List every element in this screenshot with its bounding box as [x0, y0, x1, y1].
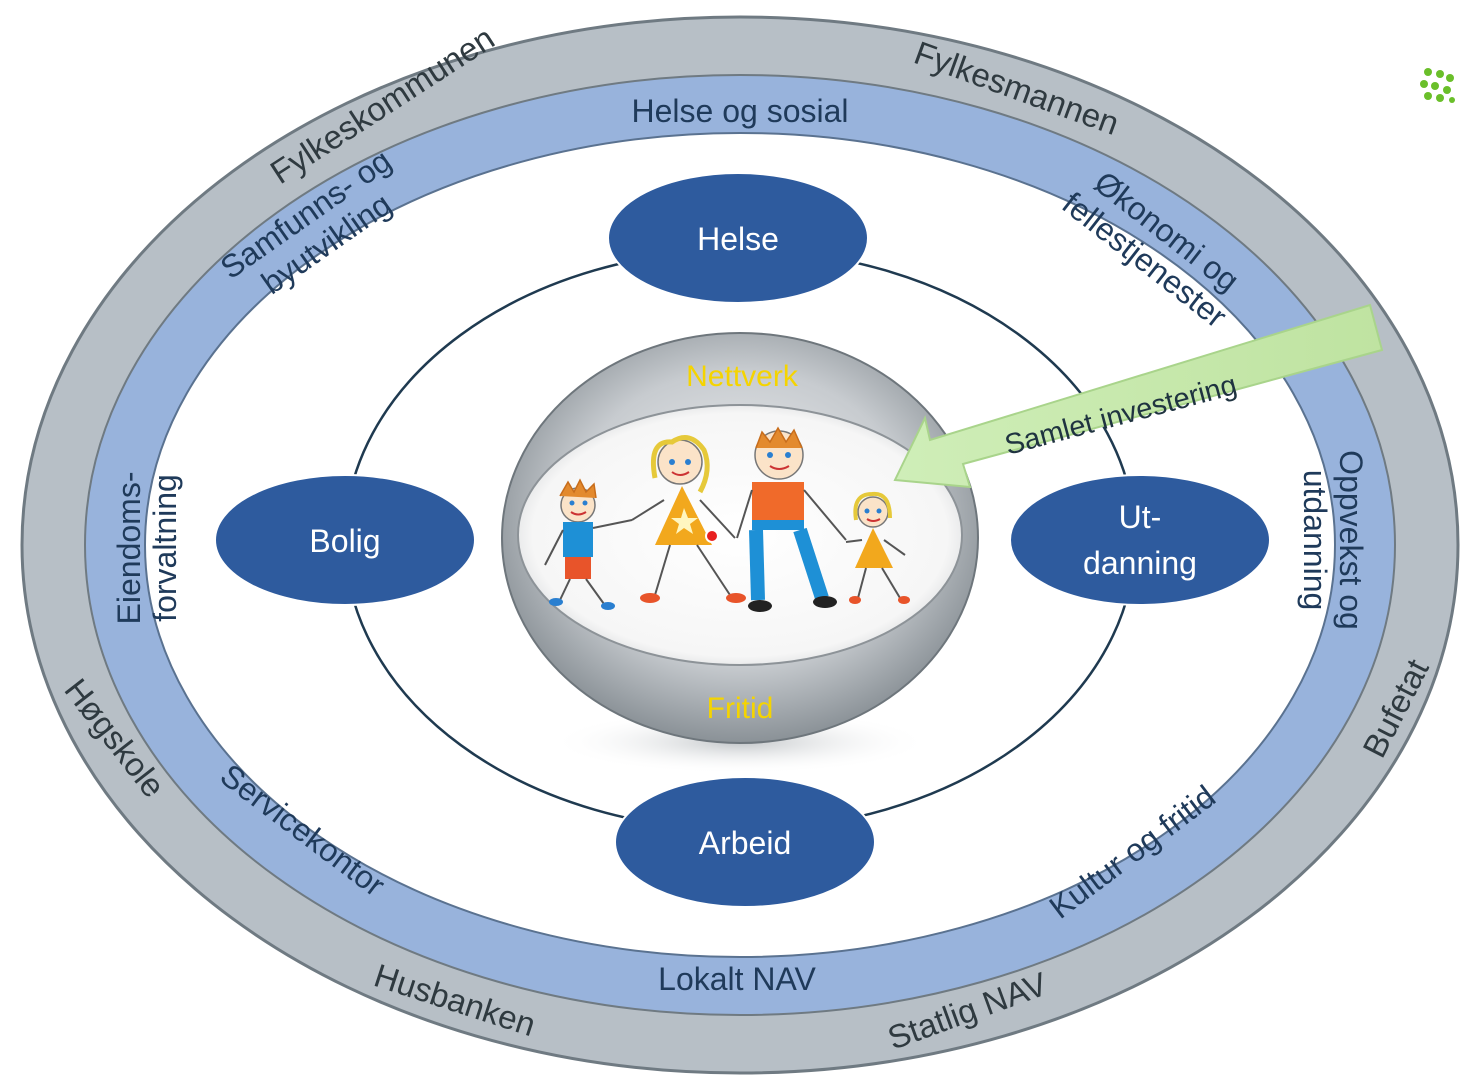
- svg-text:Arbeid: Arbeid: [699, 825, 792, 861]
- svg-text:Bolig: Bolig: [309, 523, 380, 559]
- child-left-figure: [544, 478, 633, 610]
- node-helse: Helse: [607, 172, 869, 304]
- mid-label-oppvekst: Oppvekst og utdanning: [1297, 450, 1369, 630]
- svg-text:Helse: Helse: [697, 221, 779, 257]
- node-utdanning: Ut- danning: [1009, 474, 1271, 606]
- mother-figure: [631, 435, 746, 603]
- people-cluster-logo: [1420, 68, 1455, 103]
- node-bolig: Bolig: [214, 474, 476, 606]
- father-figure: [736, 426, 847, 612]
- svg-text:danning: danning: [1083, 545, 1197, 581]
- core-label-fritid: Fritid: [707, 692, 774, 725]
- core-label-nettverk: Nettverk: [686, 360, 799, 393]
- svg-text:utdanning: utdanning: [1297, 470, 1333, 611]
- mid-label-helse-og-sosial: Helse og sosial: [632, 93, 849, 129]
- svg-text:forvaltning: forvaltning: [147, 474, 183, 622]
- node-arbeid: Arbeid: [614, 776, 876, 908]
- svg-text:Ut-: Ut-: [1119, 499, 1162, 535]
- svg-text:Eiendoms-: Eiendoms-: [111, 472, 147, 625]
- mid-label-eiendom: Eiendoms- forvaltning: [111, 472, 183, 625]
- core-sphere: Nettverk Fritid: [501, 332, 979, 774]
- svg-text:Oppvekst og: Oppvekst og: [1333, 450, 1369, 630]
- family-illustration: [544, 426, 910, 612]
- child-right-figure: [845, 491, 910, 604]
- mid-label-lokalt-nav: Lokalt NAV: [658, 961, 816, 997]
